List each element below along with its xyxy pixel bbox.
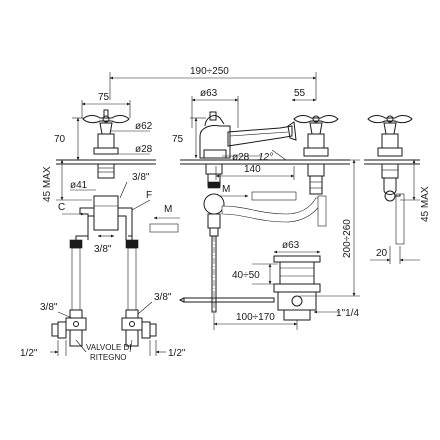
dim-200-260: 200÷260 [342,219,353,258]
dim-phi28-center: ø28 [232,152,250,163]
dim-phi62: ø62 [135,121,153,132]
dim-190-250: 190÷250 [190,66,229,77]
dim-3-8-mid: 3/8" [94,244,112,255]
dim-phi41: ø41 [70,180,88,191]
dim-3-8-lower-right: 3/8" [154,292,172,303]
valve-right [121,317,157,347]
dim-100-170: 100÷170 [236,312,275,323]
dim-phi28-left: ø28 [135,144,153,155]
valve-left [51,317,87,347]
dim-75-left: 75 [98,92,110,103]
dim-3-8-top: 3/8" [132,172,150,183]
dim-75-center: 75 [172,134,184,145]
dim-45max-left: 45 MAX [42,166,53,202]
cross-handle-right [367,115,413,157]
label-f: F [146,190,152,201]
dim-phi63-waste: ø63 [282,240,300,251]
valve-label-line1: VALVOLE DI [86,343,132,352]
center-view: 190÷250 ø63 55 75 [109,66,360,330]
right-view: 45 MAX 20 [364,115,431,264]
dim-12deg: 12° [258,152,273,163]
dim-140: 140 [244,164,261,175]
dim-45max-right: 45 MAX [420,186,431,222]
valve-label-line2: RITEGNO [90,353,126,362]
dim-55: 55 [294,88,306,99]
dim-20: 20 [376,248,388,259]
pop-up-waste [273,255,321,321]
spout-mixer [199,111,297,159]
label-c: C [58,202,65,213]
cross-handle-left [82,109,130,135]
dim-3-8-lower-left: 3/8" [40,302,58,313]
label-m-center: M [222,184,230,195]
dim-phi63-top: ø63 [200,88,218,99]
dim-1-2-left: 1/2" [20,348,38,359]
dim-40-50: 40÷50 [232,270,260,281]
left-view: 75 ø62 ø28 70 45 MAX ø41 [20,92,186,362]
dim-70: 70 [54,134,66,145]
label-m-left: M [164,204,172,215]
cross-handle-center-right [293,115,339,157]
dim-1-2-right: 1/2" [168,348,186,359]
dim-1-1-4: 1"1/4 [336,308,359,319]
